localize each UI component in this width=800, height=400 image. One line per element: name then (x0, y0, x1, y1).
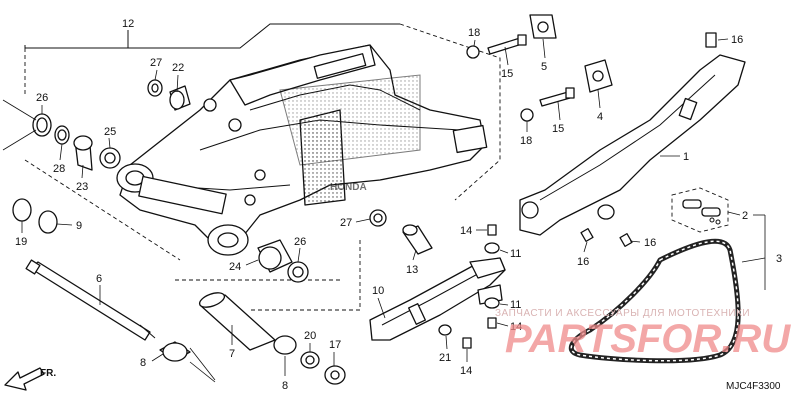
bolt-15a (487, 37, 523, 55)
chain-slider-10 (369, 224, 506, 349)
watermark-tagline: ЗАПЧАСТИ И АКСЕССУАРЫ ДЛЯ МОТОТЕХНИКИ (495, 308, 750, 319)
callout-10: 10 (372, 285, 384, 297)
front-direction-arrow: FR. (4, 367, 56, 391)
callout-28: 28 (53, 163, 65, 175)
callout-18-top: 18 (468, 27, 480, 39)
top-pivot-parts (147, 79, 191, 111)
diagram-code: MJC4F3300 (726, 381, 781, 392)
callout-20: 20 (304, 330, 316, 342)
callout-18-mid: 18 (520, 135, 532, 147)
callout-14-mid: 14 (510, 321, 522, 333)
callout-7: 7 (229, 348, 235, 360)
callout-4: 4 (597, 111, 603, 123)
lower-pivot-parts (159, 239, 346, 385)
callout-21: 21 (439, 352, 451, 364)
collar-8b (273, 335, 297, 355)
leader-lines (21, 38, 766, 376)
swingarm: HONDA (116, 44, 488, 256)
center-parts (369, 209, 433, 255)
watermark: ЗАПЧАСТИ И АКСЕССУАРЫ ДЛЯ МОТОТЕХНИКИ PA… (495, 308, 791, 361)
bolt-16b (580, 228, 594, 242)
callout-numbers: 12 27 22 26 28 23 25 19 9 6 8 7 20 17 8 … (15, 18, 782, 392)
swingarm-assembly-bracket (24, 23, 501, 311)
nut-18a (466, 45, 480, 59)
bolt-16c (619, 233, 633, 247)
bolt-16a (705, 32, 717, 48)
direction-label: FR. (40, 368, 56, 379)
callout-8-left: 8 (140, 357, 146, 369)
callout-26-lower: 26 (294, 236, 306, 248)
collar-11a (484, 242, 500, 254)
adjust-bolt-19 (12, 198, 32, 222)
collar-11b (484, 297, 500, 309)
drive-chain-3 (568, 238, 741, 364)
bolt-14a (487, 224, 497, 236)
pivot-bolt-6 (25, 259, 156, 341)
nut-9 (38, 210, 58, 234)
callout-16-top: 16 (731, 34, 743, 46)
callout-8-right: 8 (282, 380, 288, 392)
callout-1: 1 (683, 151, 689, 163)
callout-14-top: 14 (460, 225, 472, 237)
callout-12: 12 (122, 18, 134, 30)
callout-11-bottom: 11 (510, 299, 521, 311)
callout-14-bottom: 14 (460, 365, 472, 377)
callout-16-bottom-right: 16 (644, 237, 656, 249)
callout-6: 6 (96, 273, 102, 285)
callout-27-lower: 27 (340, 217, 352, 229)
nut-18b (520, 108, 534, 122)
chain-adjusters (466, 14, 613, 122)
callout-15-mid: 15 (552, 123, 564, 135)
callout-17: 17 (329, 339, 341, 351)
callout-27: 27 (150, 57, 162, 69)
callout-24: 24 (229, 261, 241, 273)
watermark-logo: PARTSFOR.RU (505, 317, 791, 361)
bolt-14b (487, 317, 497, 329)
callout-23: 23 (76, 181, 88, 193)
callout-5: 5 (541, 61, 547, 73)
master-link-2 (671, 187, 729, 233)
chain-guard-1 (519, 32, 746, 247)
callout-11-top: 11 (510, 248, 521, 260)
callout-26: 26 (36, 92, 48, 104)
brand-stamp: HONDA (330, 182, 367, 193)
callout-16-bottom-left: 16 (577, 256, 589, 268)
callout-2: 2 (742, 210, 748, 222)
washer-21 (438, 324, 452, 336)
callout-13: 13 (406, 264, 418, 276)
callout-25: 25 (104, 126, 116, 138)
callout-19: 19 (15, 236, 27, 248)
bolt-14c (462, 337, 472, 349)
callout-22: 22 (172, 62, 184, 74)
callout-3: 3 (776, 253, 782, 265)
callout-15-top: 15 (501, 68, 513, 80)
callout-9: 9 (76, 220, 82, 232)
